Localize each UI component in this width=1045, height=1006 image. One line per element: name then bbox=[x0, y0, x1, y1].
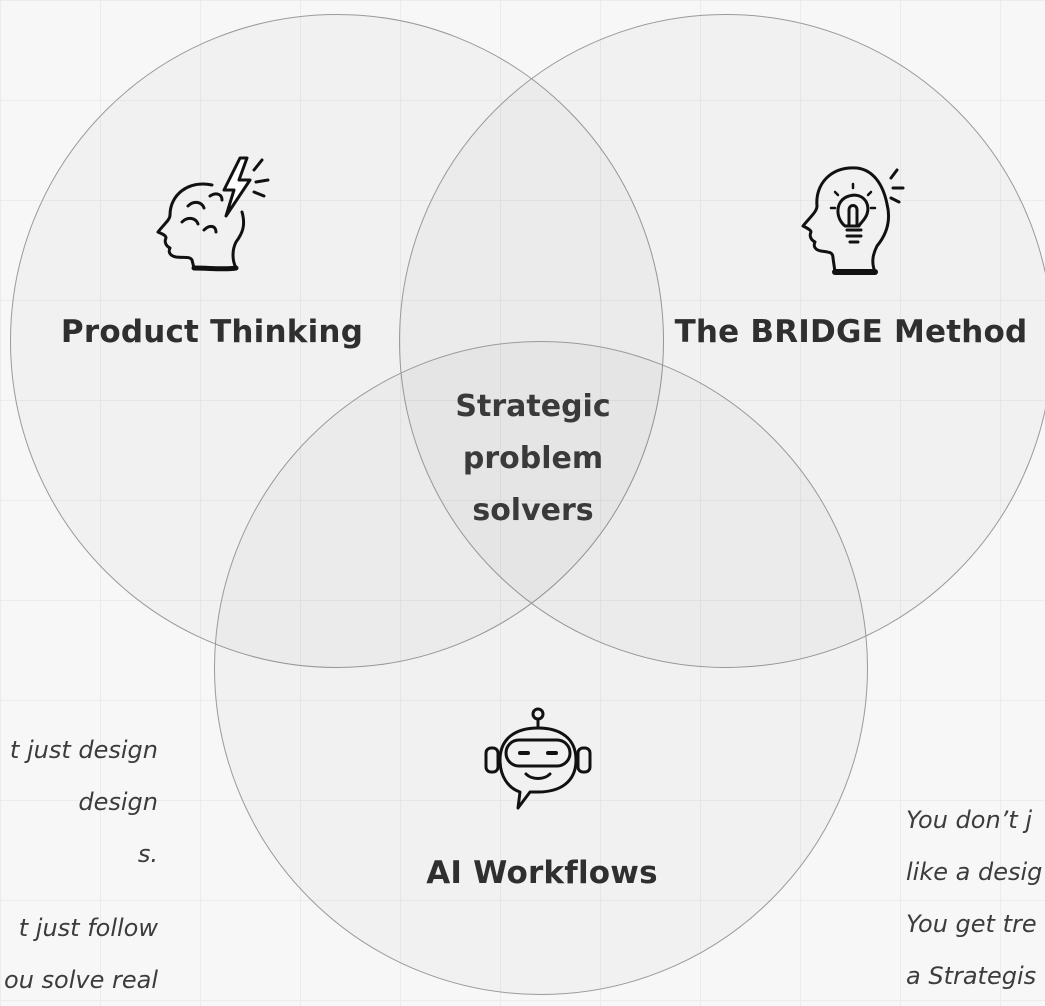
head-lightbulb-icon bbox=[801, 166, 905, 275]
side-text-line: design bbox=[78, 788, 158, 816]
side-text-line: t just design bbox=[9, 736, 158, 764]
center-line: problem bbox=[462, 441, 604, 476]
side-text-line: t just follow bbox=[18, 914, 158, 942]
center-label: Strategic problem solvers bbox=[455, 381, 610, 537]
label-bridge-method: The BRIDGE Method bbox=[674, 314, 1028, 350]
side-text-line: ou solve real bbox=[4, 966, 158, 994]
side-text-line: s. bbox=[137, 840, 158, 868]
side-text-line: like a desig bbox=[906, 858, 1043, 886]
robot-chat-icon bbox=[484, 707, 592, 810]
brain-lightning-icon bbox=[156, 156, 270, 272]
side-text-line: You don’t j bbox=[906, 806, 1033, 834]
label-ai-workflows: AI Workflows bbox=[426, 855, 658, 891]
label-product-thinking: Product Thinking bbox=[60, 314, 364, 350]
center-line: solvers bbox=[472, 493, 594, 528]
side-text-line: You get tre bbox=[906, 910, 1037, 938]
center-line: Strategic bbox=[455, 389, 611, 424]
side-text-line: a Strategis bbox=[906, 962, 1037, 990]
side-text-right: You don’t j like a desig You get tre a S… bbox=[906, 794, 1042, 1002]
side-text-left: t just design design s. t just follow ou… bbox=[4, 724, 158, 1006]
